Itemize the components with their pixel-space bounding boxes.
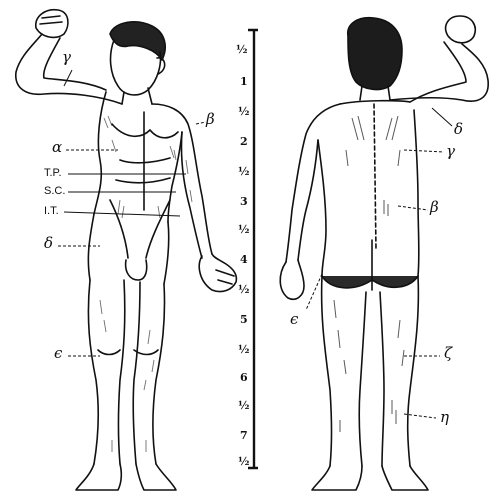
scale-tick-label: ½	[238, 106, 249, 117]
scale-tick-label: 6	[240, 372, 248, 383]
scale-tick-label: ½	[238, 166, 249, 177]
back-label-epsilon: ϵ	[290, 312, 298, 327]
front-label-beta: β	[206, 112, 215, 127]
scale-tick-label: 1	[240, 76, 248, 87]
scale-tick-label: ½	[238, 456, 249, 467]
scale-tick-label: 4	[240, 254, 248, 265]
scale-tick-label: 5	[240, 314, 248, 325]
back-label-zeta: ζ	[444, 346, 452, 361]
front-label-sc: S.C.	[44, 186, 65, 197]
scale-tick-label: ½	[238, 284, 249, 295]
scale-tick-label: 3	[240, 196, 248, 207]
scale-tick-label: 2	[240, 136, 248, 147]
front-label-epsilon: ϵ	[54, 346, 62, 361]
scale-tick-label: ½	[238, 400, 249, 411]
scale-tick-label: ½	[236, 44, 247, 55]
back-label-beta: β	[430, 200, 439, 215]
front-label-delta: δ	[44, 236, 53, 251]
scale-tick-label: ½	[238, 344, 249, 355]
scale-tick-label: 7	[240, 430, 248, 441]
front-label-gamma: γ	[62, 50, 71, 65]
front-label-tp: T.P.	[44, 168, 62, 179]
back-label-eta: η	[440, 410, 449, 425]
front-label-alpha: α	[52, 140, 62, 155]
scale-tick-label: ½	[238, 224, 249, 235]
front-label-it: I.T.	[44, 206, 59, 217]
back-label-delta: δ	[454, 122, 463, 137]
back-label-gamma: γ	[446, 144, 455, 159]
